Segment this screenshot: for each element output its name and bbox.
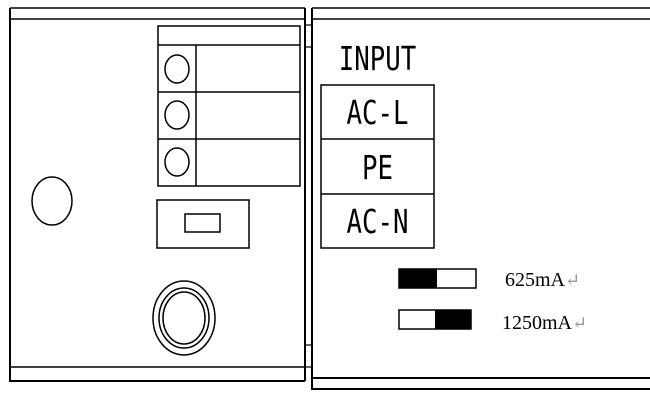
mounting-hole	[31, 176, 73, 226]
screw-terminal-strip	[157, 25, 301, 187]
terminal-screw-icon	[164, 147, 190, 177]
current-value: 625mA	[505, 269, 565, 291]
return-mark-icon: ↵	[565, 270, 581, 290]
current-value: 1250mA	[502, 312, 572, 334]
current-label-625: 625mA↵	[505, 270, 580, 290]
terminal-label-ac-l: AC-L	[346, 93, 409, 132]
dip-switch-625	[398, 268, 477, 289]
current-label-1250: 1250mA↵	[502, 313, 587, 333]
terminal-screw-icon	[164, 100, 190, 130]
hinge-divider	[304, 8, 313, 390]
terminal-label-pe: PE	[361, 148, 394, 187]
return-mark-icon: ↵	[572, 313, 588, 333]
terminal-screw-icon	[164, 54, 190, 84]
dip-switch-knob	[399, 269, 437, 288]
indicator-window	[156, 199, 250, 249]
cable-gland-icon	[152, 280, 216, 356]
right-housing	[312, 7, 650, 390]
left-housing	[9, 7, 305, 382]
dip-switch-knob	[435, 310, 471, 329]
dip-switch-1250	[398, 309, 472, 330]
terminal-label-ac-n: AC-N	[346, 202, 409, 241]
input-label-table	[320, 84, 435, 249]
input-header: INPUT	[338, 39, 417, 78]
